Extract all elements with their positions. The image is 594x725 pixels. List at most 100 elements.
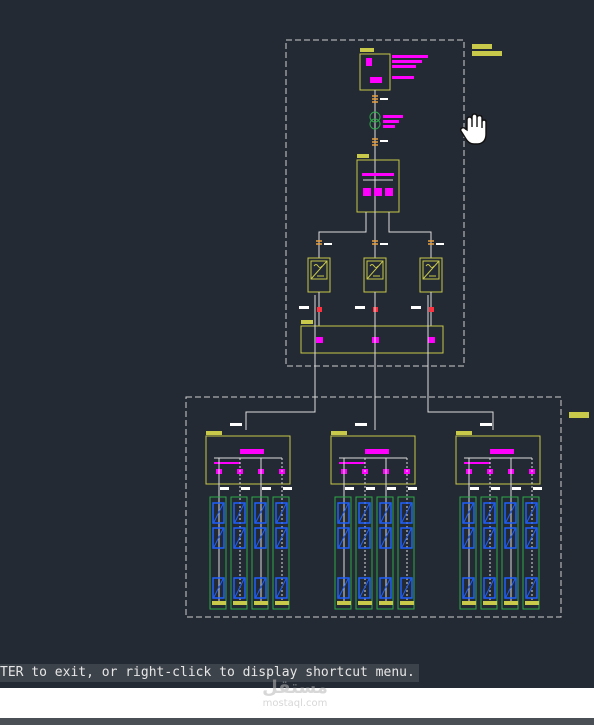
pv-module-diagonal bbox=[213, 578, 224, 598]
combiner-enclosure bbox=[330, 435, 416, 485]
disconnect-switch bbox=[429, 307, 434, 312]
pv-module-3 bbox=[483, 577, 496, 599]
yellow-tag-block bbox=[400, 601, 414, 605]
string-group bbox=[355, 496, 373, 610]
string-group bbox=[459, 496, 477, 610]
pv-module-diagonal bbox=[505, 503, 516, 523]
pv-module-3 bbox=[462, 577, 475, 599]
white-tag bbox=[283, 487, 292, 490]
pv-module-1 bbox=[504, 502, 517, 524]
white-tag bbox=[345, 487, 354, 490]
combiner-box-1 bbox=[205, 423, 292, 610]
pv-string-1 bbox=[459, 458, 479, 610]
pv-module-diagonal bbox=[276, 503, 287, 523]
inverter-row bbox=[299, 240, 444, 343]
yellow-tag-block bbox=[212, 601, 226, 605]
pv-string-1 bbox=[209, 458, 229, 610]
yellow-tag-block bbox=[504, 601, 518, 605]
white-tag bbox=[436, 243, 444, 245]
inverter-diagonal bbox=[366, 260, 384, 280]
white-tag bbox=[411, 306, 421, 309]
white-tag bbox=[230, 423, 242, 426]
yellow-tag-block bbox=[483, 601, 497, 605]
pv-module-3 bbox=[275, 577, 288, 599]
string-group bbox=[272, 496, 290, 610]
fuse-symbol bbox=[372, 138, 378, 146]
pv-module-diagonal bbox=[255, 503, 266, 523]
white-tag bbox=[387, 487, 396, 490]
pv-module-diagonal bbox=[338, 503, 349, 523]
pv-module-1 bbox=[462, 502, 475, 524]
pv-module-1 bbox=[525, 502, 538, 524]
transformer-symbol bbox=[369, 111, 381, 130]
yellow-tag-block bbox=[569, 412, 589, 418]
dc-feeder-wires bbox=[245, 295, 494, 430]
pv-string-3 bbox=[251, 458, 271, 610]
pv-module-diagonal bbox=[526, 528, 537, 548]
pv-module-diagonal bbox=[380, 503, 391, 523]
pv-module-1 bbox=[400, 502, 413, 524]
inverter-2 bbox=[355, 240, 388, 343]
white-tag bbox=[355, 423, 367, 426]
pv-module-diagonal bbox=[526, 578, 537, 598]
inverter-3 bbox=[411, 240, 444, 343]
combiner-box-2 bbox=[330, 423, 417, 610]
yellow-tag-block bbox=[462, 601, 476, 605]
pv-module-3 bbox=[337, 577, 350, 599]
white-tag bbox=[324, 243, 332, 245]
ac-wave bbox=[369, 264, 379, 268]
white-tag bbox=[241, 487, 250, 490]
pv-string-3 bbox=[376, 458, 396, 610]
yellow-tag-block bbox=[233, 601, 247, 605]
white-tag bbox=[512, 487, 521, 490]
inverter-diagonal bbox=[310, 260, 328, 280]
pv-module-diagonal bbox=[505, 528, 516, 548]
pv-module-diagonal bbox=[234, 528, 245, 548]
inverter-1 bbox=[299, 240, 332, 343]
white-tag bbox=[491, 487, 500, 490]
pv-module-diagonal bbox=[338, 528, 349, 548]
yellow-tag-block bbox=[472, 44, 492, 49]
pv-module-3 bbox=[504, 577, 517, 599]
fuse-symbol bbox=[372, 95, 378, 103]
ac-wave bbox=[425, 264, 435, 268]
pv-module-2 bbox=[212, 527, 225, 549]
pv-module-2 bbox=[254, 527, 267, 549]
yellow-tag-block bbox=[456, 431, 472, 435]
command-line-message: TER to exit, or right-click to display s… bbox=[0, 664, 419, 682]
yellow-tag-block bbox=[472, 51, 502, 56]
string-group bbox=[230, 496, 248, 610]
pv-module-diagonal bbox=[484, 578, 495, 598]
white-tag bbox=[299, 306, 309, 309]
grid-connection-box bbox=[359, 53, 391, 91]
pv-module-diagonal bbox=[401, 528, 412, 548]
cad-drawing-canvas[interactable] bbox=[0, 0, 594, 690]
yellow-tag-block bbox=[331, 431, 347, 435]
pv-module-2 bbox=[483, 527, 496, 549]
pv-module-diagonal bbox=[276, 578, 287, 598]
magenta-label bbox=[339, 462, 365, 464]
pv-string-1 bbox=[334, 458, 354, 610]
yellow-tag-block bbox=[206, 431, 222, 435]
white-tag bbox=[355, 306, 365, 309]
pv-module-1 bbox=[233, 502, 246, 524]
yellow-tag-block bbox=[254, 601, 268, 605]
yellow-tag-block bbox=[358, 601, 372, 605]
command-input[interactable] bbox=[0, 688, 594, 718]
pv-module-diagonal bbox=[234, 503, 245, 523]
pv-module-diagonal bbox=[505, 578, 516, 598]
white-tag bbox=[470, 487, 479, 490]
pv-module-2 bbox=[275, 527, 288, 549]
pv-module-3 bbox=[212, 577, 225, 599]
inverter-symbol bbox=[422, 260, 440, 280]
pv-string-3 bbox=[501, 458, 521, 610]
pv-module-2 bbox=[379, 527, 392, 549]
pv-module-diagonal bbox=[484, 528, 495, 548]
string-group bbox=[480, 496, 498, 610]
white-tag bbox=[380, 140, 388, 142]
pv-module-2 bbox=[525, 527, 538, 549]
pv-string-4 bbox=[272, 458, 292, 610]
pv-module-2 bbox=[504, 527, 517, 549]
lower-dashed-enclosure bbox=[185, 396, 562, 618]
pv-module-1 bbox=[254, 502, 267, 524]
